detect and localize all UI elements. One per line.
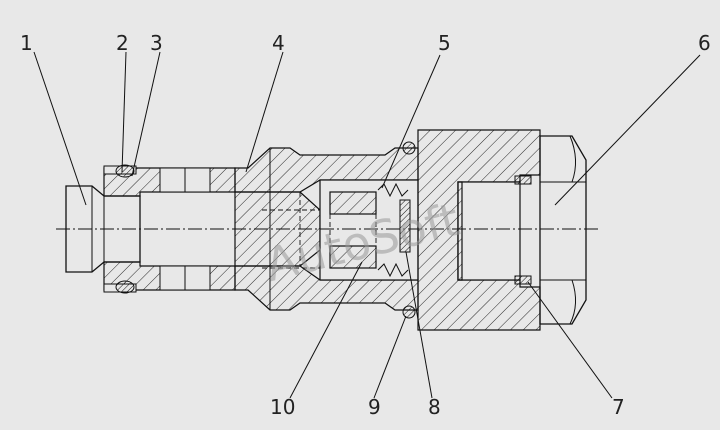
label-8: 8 (428, 395, 441, 419)
label-4: 4 (272, 31, 285, 55)
label-3: 3 (150, 31, 163, 55)
o-ring-left (103, 164, 137, 294)
part-7-seal (514, 175, 532, 285)
label-6: 6 (698, 31, 711, 55)
leader-lines (33, 51, 701, 399)
label-9: 9 (368, 395, 381, 419)
part-4-body (234, 147, 419, 311)
part-6-nut (417, 129, 587, 331)
part-9-o-ring (402, 141, 416, 319)
label-7: 7 (612, 395, 625, 419)
label-1: 1 (20, 31, 33, 55)
label-2: 2 (116, 31, 129, 55)
label-10: 10 (270, 395, 295, 419)
label-5: 5 (438, 31, 451, 55)
